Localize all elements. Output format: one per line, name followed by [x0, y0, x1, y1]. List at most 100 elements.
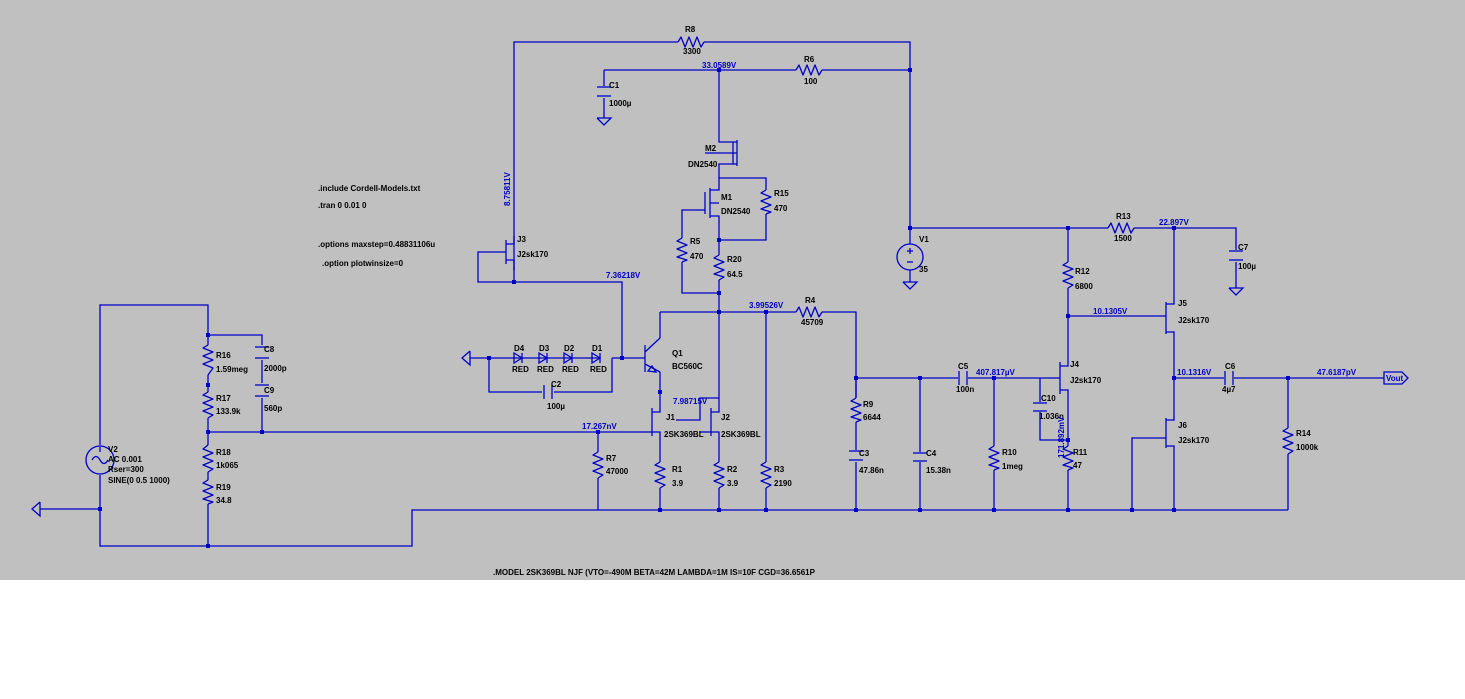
voltage-source-v2[interactable] [85, 445, 115, 475]
mosfet-m2[interactable] [705, 140, 738, 166]
value-c8: 2000p [264, 364, 287, 373]
capacitor-c4[interactable] [913, 452, 927, 462]
capacitor-c10[interactable] [1033, 402, 1047, 412]
capacitor-c8[interactable] [255, 346, 269, 359]
ground-input [31, 501, 41, 518]
label-v1: V1 [919, 235, 929, 244]
node-voltage-j3: 8.75811V [503, 172, 512, 206]
spice-directives: .include Cordell-Models.txt .tran 0 0.01… [318, 184, 816, 577]
label-r11: R11 [1073, 448, 1088, 457]
jfet-j5[interactable] [1160, 302, 1175, 334]
capacitor-c3[interactable] [849, 450, 863, 461]
value-r20: 64.5 [727, 270, 743, 279]
resistor-r13[interactable] [1107, 222, 1135, 234]
diode-d3[interactable] [538, 351, 549, 365]
label-c3: C3 [859, 449, 870, 458]
node-voltage-j1g: 17.267nV [582, 422, 617, 431]
ground-c1 [596, 117, 613, 126]
value-d3: RED [537, 365, 554, 374]
node-voltage-c5: 407.817µV [976, 368, 1016, 377]
resistor-r3[interactable] [760, 461, 772, 489]
directive-plotwinsize: .option plotwinsize=0 [322, 259, 404, 268]
resistor-r16[interactable] [202, 344, 214, 376]
resistor-r9[interactable] [850, 397, 862, 423]
diode-d1[interactable] [591, 351, 602, 365]
vout-port[interactable] [1383, 371, 1409, 385]
value-c4: 15.38n [926, 466, 951, 475]
resistor-r8[interactable] [677, 36, 705, 48]
value-c9: 560p [264, 404, 282, 413]
resistor-r11[interactable] [1062, 445, 1074, 471]
value-r1: 3.9 [672, 479, 684, 488]
jfet-j1[interactable] [640, 404, 661, 440]
directive-include: .include Cordell-Models.txt [318, 184, 421, 193]
value-r9: 6644 [863, 413, 881, 422]
transistor-q1[interactable] [644, 325, 661, 373]
label-j6: J6 [1178, 421, 1187, 430]
value-v2-rser: Rser=300 [108, 465, 144, 474]
capacitor-c2[interactable] [543, 385, 553, 399]
resistor-r20[interactable] [713, 254, 725, 281]
jfet-j6[interactable] [1160, 416, 1175, 448]
resistor-r5[interactable] [676, 237, 688, 263]
capacitor-c5[interactable] [958, 371, 968, 385]
value-r3: 2190 [774, 479, 792, 488]
node-voltage-top: 33.0589V [702, 61, 737, 70]
jfet-j3[interactable] [500, 240, 515, 264]
resistor-r12[interactable] [1062, 261, 1074, 289]
capacitor-c1[interactable] [597, 86, 611, 97]
label-j4: J4 [1070, 360, 1079, 369]
label-d3: D3 [539, 344, 550, 353]
resistor-r10[interactable] [988, 445, 1000, 471]
capacitor-c6[interactable] [1224, 371, 1234, 385]
node-voltage-out: 47.6187pV [1317, 368, 1357, 377]
node-voltage-q1e: 7.36218V [606, 271, 641, 280]
diode-d2[interactable] [563, 351, 574, 365]
voltage-source-v1[interactable] [896, 243, 924, 271]
resistor-r6[interactable] [795, 64, 823, 76]
label-c7: C7 [1238, 243, 1249, 252]
capacitor-c7[interactable] [1229, 250, 1243, 261]
wires [40, 41, 1384, 547]
label-r20: R20 [727, 255, 742, 264]
resistor-r14[interactable] [1282, 427, 1294, 455]
resistor-r2[interactable] [713, 461, 725, 489]
mosfet-m1[interactable] [696, 185, 720, 220]
resistor-r19[interactable] [202, 479, 214, 505]
label-c6: C6 [1225, 362, 1236, 371]
value-r11: 47 [1073, 461, 1082, 470]
label-r5: R5 [690, 237, 701, 246]
resistor-r17[interactable] [202, 391, 214, 419]
directive-options: .options maxstep=0.48831106u [318, 240, 435, 249]
label-c10: C10 [1041, 394, 1056, 403]
node-voltage-r4: 3.99526V [749, 301, 784, 310]
resistor-r18[interactable] [202, 444, 214, 473]
jfet-j2[interactable] [700, 404, 720, 440]
label-d2: D2 [564, 344, 575, 353]
capacitor-c9[interactable] [255, 384, 269, 397]
label-c8: C8 [264, 345, 275, 354]
jfet-j4[interactable] [1048, 362, 1069, 394]
resistor-r7[interactable] [592, 451, 604, 479]
ground-diodes [461, 350, 471, 367]
label-r3: R3 [774, 465, 785, 474]
label-r7: R7 [606, 454, 617, 463]
value-c5: 100n [956, 385, 974, 394]
ground-v1 [902, 281, 919, 290]
resistor-r4[interactable] [795, 306, 823, 318]
value-d4: RED [512, 365, 529, 374]
value-r12: 6800 [1075, 282, 1093, 291]
value-r8: 3300 [683, 47, 701, 56]
resistor-r15[interactable] [760, 189, 772, 215]
label-m1: M1 [721, 193, 733, 202]
value-j3: J2sk170 [517, 250, 549, 259]
value-c10: 1.036n [1039, 412, 1064, 421]
model-statement: .MODEL 2SK369BL NJF (VTO=-490M BETA=42M … [493, 568, 816, 577]
value-c1: 1000µ [609, 99, 632, 108]
value-r14: 1000k [1296, 443, 1319, 452]
value-r10: 1meg [1002, 462, 1023, 471]
diode-d4[interactable] [513, 351, 524, 365]
resistor-r1[interactable] [654, 461, 666, 489]
value-j6: J2sk170 [1178, 436, 1210, 445]
value-q1: BC560C [672, 362, 703, 371]
